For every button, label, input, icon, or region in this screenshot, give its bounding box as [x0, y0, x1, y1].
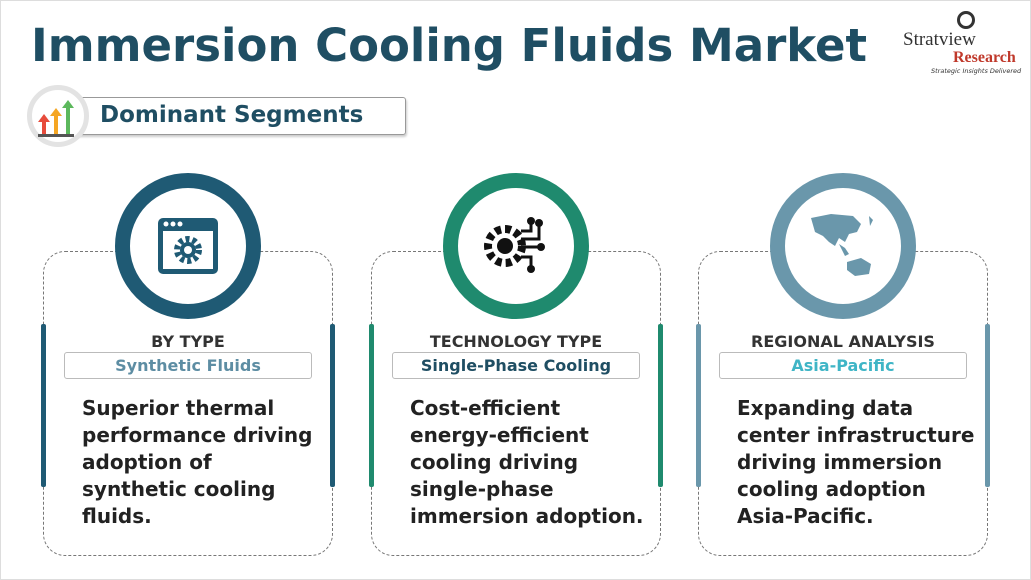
accent-bar	[369, 324, 374, 487]
gear-circuit-icon	[443, 173, 589, 319]
logo-name: Stratview	[903, 29, 976, 50]
stratview-logo: Stratview Research Strategic Insights De…	[903, 11, 1023, 81]
page-title: Immersion Cooling Fluids Market	[31, 19, 868, 72]
asia-pacific-map-icon	[770, 173, 916, 319]
accent-bar	[985, 324, 990, 487]
magnifier-icon	[957, 11, 975, 29]
card-heading: TECHNOLOGY TYPE	[429, 332, 603, 351]
logo-tagline: Strategic Insights Delivered	[931, 67, 1022, 75]
accent-bar	[696, 324, 701, 487]
segment-card-technology: TECHNOLOGY TYPE Single-Phase Cooling Cos…	[369, 251, 663, 556]
segment-card-type: BY TYPE Synthetic Fluids Superior therma…	[41, 251, 335, 556]
segment-card-region: REGIONAL ANALYSIS Asia-Pacific Expanding…	[696, 251, 990, 556]
card-description: Superior thermal performance driving ado…	[82, 396, 313, 528]
browser-gear-icon	[115, 173, 261, 319]
growth-arrows-icon	[27, 85, 89, 147]
accent-bar	[330, 324, 335, 487]
card-description: Expanding data center infrastructure dri…	[737, 396, 975, 528]
card-heading: BY TYPE	[151, 332, 225, 351]
logo-research: Research	[953, 49, 1016, 66]
card-value: Single-Phase Cooling	[392, 352, 640, 379]
card-description: Cost-efficient energy-efficient cooling …	[410, 396, 644, 528]
section-label: Dominant Segments	[71, 97, 406, 135]
card-heading: REGIONAL ANALYSIS	[751, 332, 935, 351]
card-value: Asia-Pacific	[719, 352, 967, 379]
accent-bar	[658, 324, 663, 487]
card-value: Synthetic Fluids	[64, 352, 312, 379]
section-label-text: Dominant Segments	[100, 102, 364, 128]
accent-bar	[41, 324, 46, 487]
